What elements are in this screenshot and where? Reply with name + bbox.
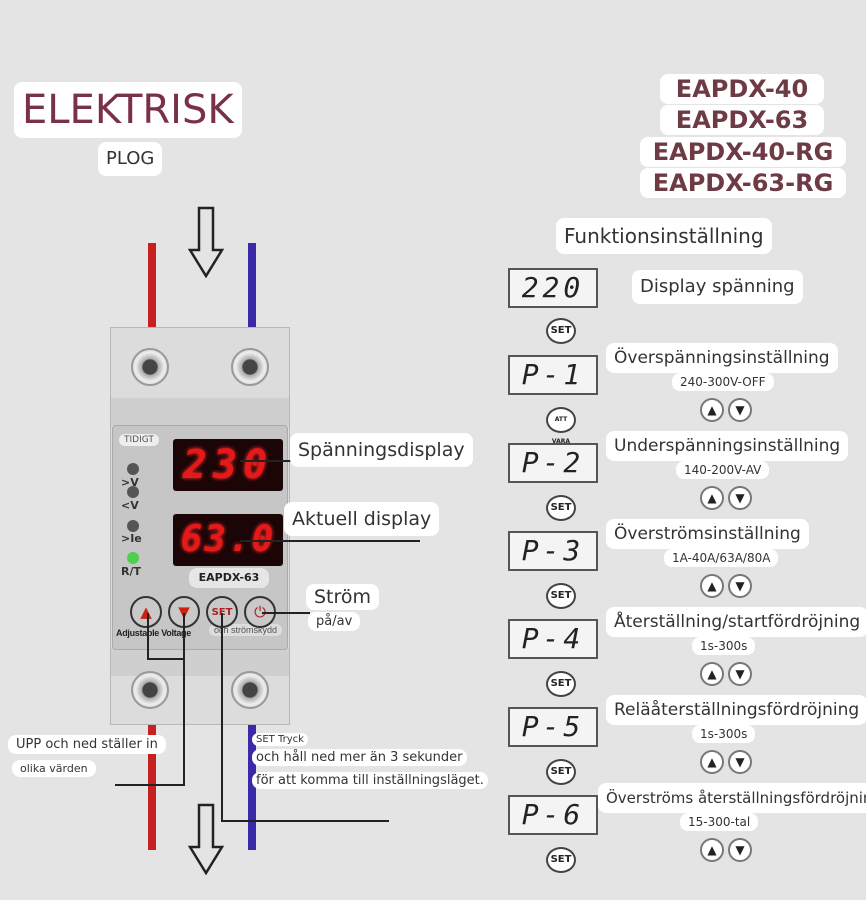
model-name: EAPDX-40 [660,74,824,104]
adjust-arrows: ▲▼ [700,574,752,598]
model-name: EAPDX-63 [660,105,824,135]
blue-wire [248,243,256,328]
led-overcurrent [127,520,139,532]
down-arrow-icon: ▼ [728,750,752,774]
parameter-label: Överströmsinställning [606,519,809,549]
adjust-arrows: ▲▼ [700,486,752,510]
up-arrow-icon: ▲ [700,662,724,686]
set-press-icon: SET [546,847,576,873]
body-groove [111,648,289,676]
led-undervoltage [127,486,139,498]
connector-line [240,460,292,462]
adjust-arrows: ▲▼ [700,662,752,686]
led-text: >V [121,476,139,489]
body-groove [111,398,289,426]
led-text: R/T [121,565,141,578]
parameter-range: 15-300-tal [680,813,759,831]
up-arrow-icon: ▲ [700,486,724,510]
parameter-display: P-2 [508,443,598,483]
blue-wire [248,724,256,850]
connector-line [240,540,420,542]
adjust-arrows: ▲▼ [700,398,752,422]
parameter-range: 1A-40A/63A/80A [664,549,779,567]
led-label: TIDIGT [119,434,159,446]
parameter-display: P-6 [508,795,598,835]
terminal-screw [131,348,169,386]
set-press-icon: ATT VARA [546,407,576,445]
up-arrow-icon: ▲ [700,838,724,862]
model-label: EAPDX-63 [189,568,269,588]
parameter-display: P-5 [508,707,598,747]
connector-line [262,612,310,614]
updown-sub-callout: olika värden [12,760,96,777]
parameter-label: Reläåterställningsfördröjning [606,695,866,725]
terminal-screw [231,671,269,709]
brand-label: Adjustable Voltage [116,628,191,638]
parameter-range: 1s-300s [692,637,756,655]
connector-line [147,658,183,660]
power-callout: Ström [306,584,380,610]
parameter-display: P-4 [508,619,598,659]
arrow-down-icon [188,803,224,875]
function-title: Funktionsinställning [556,218,772,254]
led-rt [127,552,139,564]
set-press-icon: SET [546,671,576,697]
updown-callout: UPP och ned ställer in [8,735,166,754]
set-press-icon: SET [546,495,576,521]
led-text: >Ie [121,532,142,545]
down-arrow-icon: ▼ [728,838,752,862]
set-callout-line1: och håll ned mer än 3 sekunder [252,749,467,766]
power-sub-callout: på/av [308,612,361,631]
down-arrow-icon: ▼ [728,574,752,598]
adjust-arrows: ▲▼ [700,750,752,774]
connector-line [183,613,185,785]
up-arrow-icon: ▲ [700,750,724,774]
led-overvoltage [127,463,139,475]
parameter-range: 140-200V-AV [676,461,770,479]
parameter-label: Underspänningsinställning [606,431,849,461]
model-name: EAPDX-40-RG [640,137,846,167]
parameter-display: P-3 [508,531,598,571]
title: ELEKTRISK [14,82,242,138]
connector-line [221,613,223,821]
voltage-display: 230 [173,439,283,491]
parameter-display: P-1 [508,355,598,395]
parameter-label: Överströms återställningsfördröjning [598,783,866,813]
arrow-down-icon [188,206,224,278]
red-wire [148,724,156,850]
led-text: <V [121,499,139,512]
set-callout-title: SET Tryck [252,733,308,746]
red-wire [148,243,156,328]
up-arrow-icon: ▲ [700,398,724,422]
parameter-label: Överspänningsinställning [606,343,838,373]
down-arrow-icon: ▼ [728,662,752,686]
parameter-label: Display spänning [632,270,803,304]
set-press-icon: SET [546,759,576,785]
parameter-label: Återställning/startfördröjning [606,607,866,637]
terminal-screw [131,671,169,709]
connector-line [147,613,149,659]
subtitle: PLOG [98,142,163,176]
current-callout: Aktuell display [284,502,440,536]
down-arrow-icon: ▼ [728,486,752,510]
set-press-icon: SET [546,318,576,344]
model-name: EAPDX-63-RG [640,168,846,198]
set-press-icon: SET [546,583,576,609]
up-button[interactable]: ▲ [130,596,162,628]
connector-line [115,784,185,786]
adjust-arrows: ▲▼ [700,838,752,862]
parameter-range: 1s-300s [692,725,756,743]
parameter-range: 240-300V-OFF [672,373,774,391]
down-arrow-icon: ▼ [728,398,752,422]
set-callout-line2: för att komma till inställningsläget. [252,772,488,789]
up-arrow-icon: ▲ [700,574,724,598]
voltage-callout: Spänningsdisplay [290,433,473,467]
terminal-screw [231,348,269,386]
connector-line [221,820,389,822]
parameter-display: 220 [508,268,598,308]
